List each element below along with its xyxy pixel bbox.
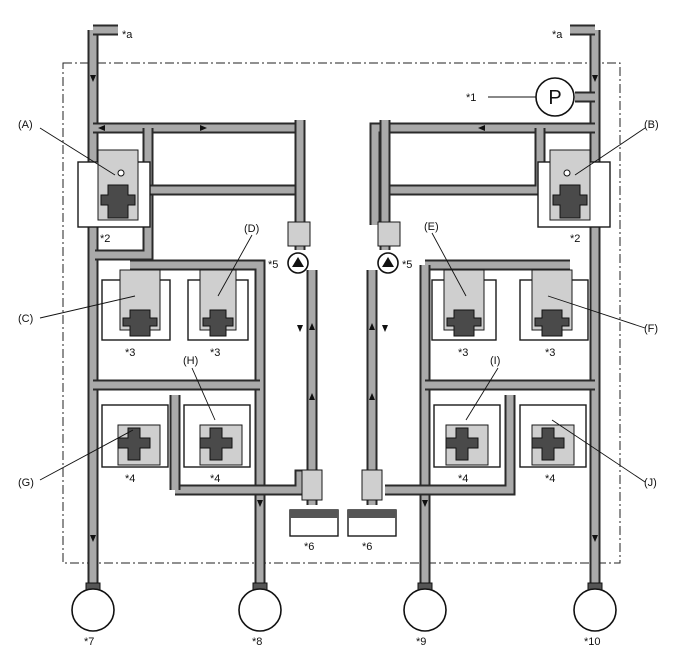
pump-5-left [287, 221, 311, 274]
reservoir-6-left [289, 469, 339, 537]
label-ref5-right: *5 [402, 259, 412, 271]
reservoir-6-right [347, 469, 397, 537]
valve-unit-3-1 [101, 269, 171, 341]
label-C: (C) [18, 313, 33, 325]
valve-unit-4-2 [183, 404, 251, 468]
label-ref3-2: *3 [210, 347, 220, 359]
valve-unit-3-4 [519, 269, 589, 341]
label-ref4-3: *4 [458, 473, 468, 485]
label-ref4-4: *4 [545, 473, 555, 485]
label-ref3-4: *3 [545, 347, 555, 359]
pump-motor: P [535, 77, 575, 117]
valve-unit-4-3 [433, 404, 501, 468]
label-H: (H) [183, 355, 198, 367]
label-I: (I) [490, 355, 500, 367]
label-ref4-1: *4 [125, 473, 135, 485]
label-ref4-2: *4 [210, 473, 220, 485]
label-E: (E) [424, 221, 439, 233]
valve-unit-2-left [77, 149, 151, 228]
valve-unit-4-1 [101, 404, 169, 468]
wheel-cylinder-7 [71, 582, 115, 632]
label-ref9: *9 [416, 636, 426, 648]
label-B: (B) [644, 119, 659, 131]
valve-unit-4-4 [519, 404, 587, 468]
label-ref6-right: *6 [362, 541, 372, 553]
label-ref6-left: *6 [304, 541, 314, 553]
label-ref3-1: *3 [125, 347, 135, 359]
wheel-cylinder-8 [238, 582, 282, 632]
label-J: (J) [644, 477, 657, 489]
text-labels: *a *a *1 (A) (B) (C) (D) (E) (F) (G) (H)… [18, 29, 659, 648]
label-ref3-3: *3 [458, 347, 468, 359]
label-ref10: *10 [584, 636, 601, 648]
label-a-right: *a [552, 29, 563, 41]
label-ref8: *8 [252, 636, 262, 648]
label-A: (A) [18, 119, 33, 131]
leader-lines [39, 127, 646, 483]
wheel-cylinder-10 [573, 582, 617, 632]
pipe-network [87, 24, 601, 585]
valve-unit-3-2 [187, 269, 249, 341]
valve-unit-3-3 [431, 269, 497, 341]
label-a-left: *a [122, 29, 133, 41]
label-ref2-right: *2 [570, 233, 580, 245]
label-G: (G) [18, 477, 34, 489]
label-ref2-left: *2 [100, 233, 110, 245]
flow-arrows [90, 75, 598, 542]
wheel-cylinder-9 [403, 582, 447, 632]
valve-unit-2-right [537, 149, 611, 228]
actuator-boundary [62, 62, 621, 564]
pump-label: P [548, 87, 561, 109]
label-pump-ref: *1 [466, 92, 476, 104]
label-ref7: *7 [84, 636, 94, 648]
pump-5-right [377, 221, 401, 274]
label-F: (F) [644, 323, 658, 335]
label-ref5-left: *5 [268, 259, 278, 271]
label-D: (D) [244, 223, 259, 235]
